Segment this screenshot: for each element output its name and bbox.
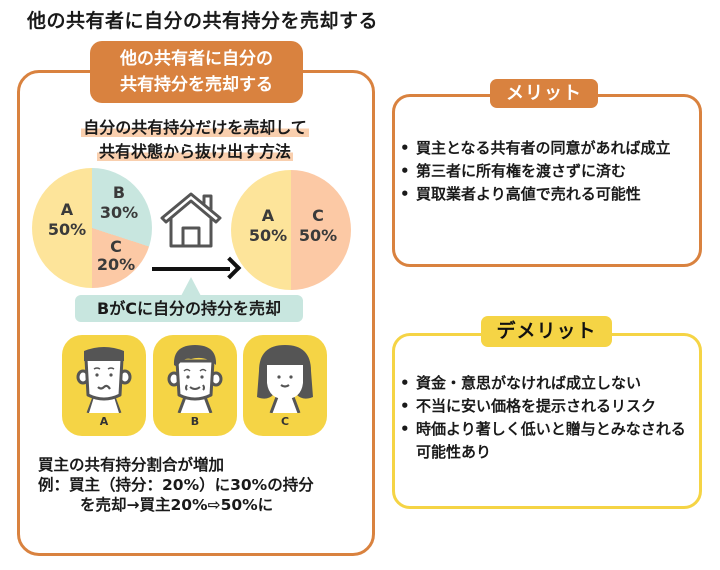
pie-chart-before bbox=[32, 168, 152, 288]
callout-pointer bbox=[181, 277, 201, 296]
main-label-line-2: 共有持分を売却する bbox=[120, 75, 273, 95]
main-label-line-1: 他の共有者に自分の bbox=[120, 49, 273, 69]
person-c-icon bbox=[257, 345, 313, 413]
demerit-list: 資金・意思がなければ成立しない 不当に安い価格を提示されるリスク 時価より著しく… bbox=[400, 372, 700, 464]
demerit-item: 時価より著しく低いと贈与とみなされる可能性あり bbox=[400, 418, 700, 464]
merit-list: 買主となる共有者の同意があれば成立 第三者に所有権を渡さずに済む 買取業者より高… bbox=[400, 137, 700, 206]
callout-b-sells-to-c: BがCに自分の持分を売却 bbox=[75, 295, 303, 322]
person-a-tile: A bbox=[62, 335, 146, 436]
page-title: 他の共有者に自分の共有持分を売却する bbox=[27, 10, 379, 32]
person-b-tile: B bbox=[153, 335, 237, 436]
merit-item: 買取業者より高値で売れる可能性 bbox=[400, 183, 700, 206]
note-line-2: 例：買主（持分：20%）に30%の持分 bbox=[38, 476, 314, 494]
person-c-tile: C bbox=[243, 335, 327, 436]
pie-chart-after bbox=[231, 170, 351, 290]
person-a-label: A bbox=[99, 415, 109, 428]
person-b-icon bbox=[167, 345, 223, 413]
person-c-label: C bbox=[280, 415, 290, 428]
merit-label: メリット bbox=[490, 79, 598, 108]
house-icon bbox=[158, 190, 228, 250]
merit-item: 第三者に所有権を渡さずに済む bbox=[400, 160, 700, 183]
person-a-icon bbox=[76, 347, 132, 413]
arrow-right-icon bbox=[152, 267, 230, 271]
merit-item: 買主となる共有者の同意があれば成立 bbox=[400, 137, 700, 160]
demerit-label: デメリット bbox=[481, 316, 612, 347]
demerit-item: 資金・意思がなければ成立しない bbox=[400, 372, 700, 395]
subtitle-line-2: 共有状態から抜け出す方法 bbox=[96, 142, 293, 161]
example-note: 買主の共有持分割合が増加 例：買主（持分：20%）に30%の持分 を売却→買主2… bbox=[38, 455, 314, 515]
note-line-1: 買主の共有持分割合が増加 bbox=[38, 456, 225, 474]
demerit-item: 不当に安い価格を提示されるリスク bbox=[400, 395, 700, 418]
person-b-label: B bbox=[190, 415, 200, 428]
subtitle-line-1: 自分の共有持分だけを売却して bbox=[81, 118, 309, 137]
note-line-3: を売却→買主20%⇨50%に bbox=[80, 496, 274, 514]
main-panel-label: 他の共有者に自分の 共有持分を売却する bbox=[90, 41, 303, 103]
